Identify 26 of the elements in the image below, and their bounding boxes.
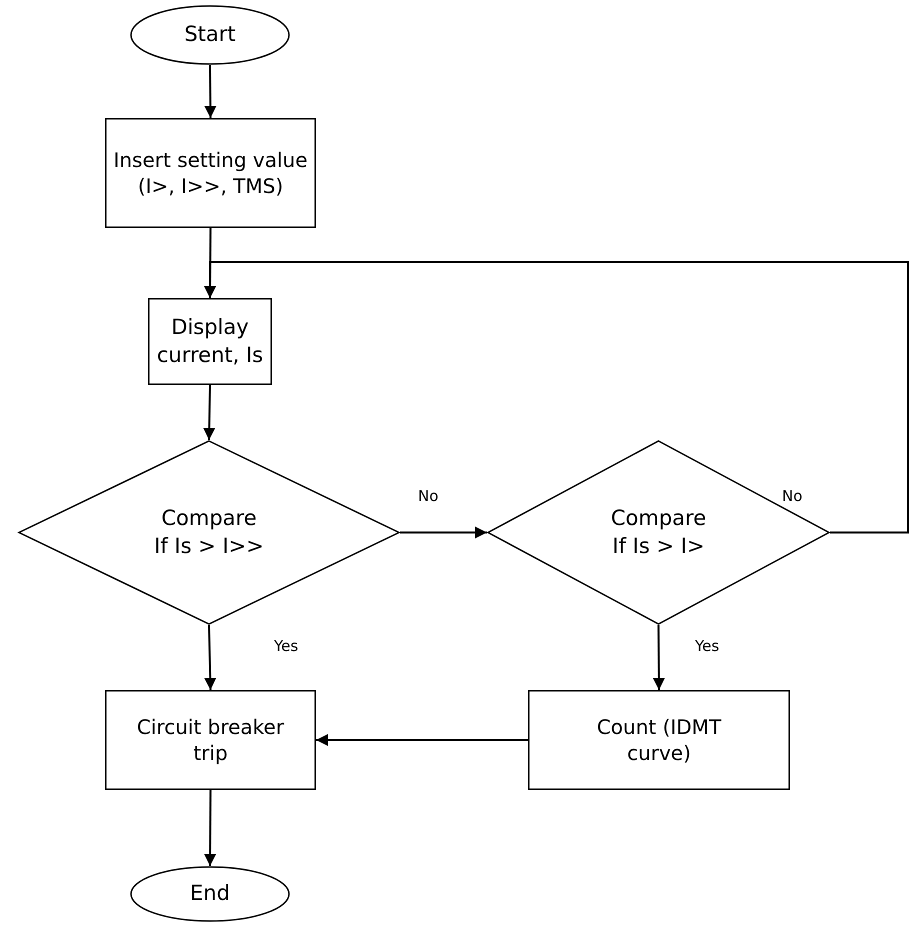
arrow xyxy=(204,261,909,534)
arrow xyxy=(204,790,216,866)
terminal-ellipse xyxy=(130,866,290,922)
arrow xyxy=(203,384,216,440)
node-text: Count (IDMT curve) xyxy=(596,714,722,766)
arrow xyxy=(316,734,528,746)
decision-diamond xyxy=(18,440,400,625)
decision-text: Compare xyxy=(161,505,257,532)
node-text: Start xyxy=(184,21,236,48)
process-box xyxy=(105,118,316,228)
decision-text: If Is > I>> xyxy=(154,532,264,560)
decision-text: If Is > I> xyxy=(612,532,705,560)
node-text: Display current, Is xyxy=(156,314,264,368)
process-box xyxy=(148,298,272,385)
decision-diamond xyxy=(487,440,830,625)
node-text: End xyxy=(190,880,230,908)
process-box xyxy=(528,690,790,790)
process-box xyxy=(105,690,316,790)
arrow xyxy=(204,64,216,118)
terminal-ellipse xyxy=(130,5,290,65)
decision-text: Compare xyxy=(610,505,706,532)
arrow xyxy=(652,625,665,690)
arrow xyxy=(204,624,216,690)
node-text: Circuit breaker trip xyxy=(136,714,286,766)
node-text: Insert setting value (I>, I>>, TMS) xyxy=(112,147,309,199)
arrow xyxy=(400,526,487,538)
